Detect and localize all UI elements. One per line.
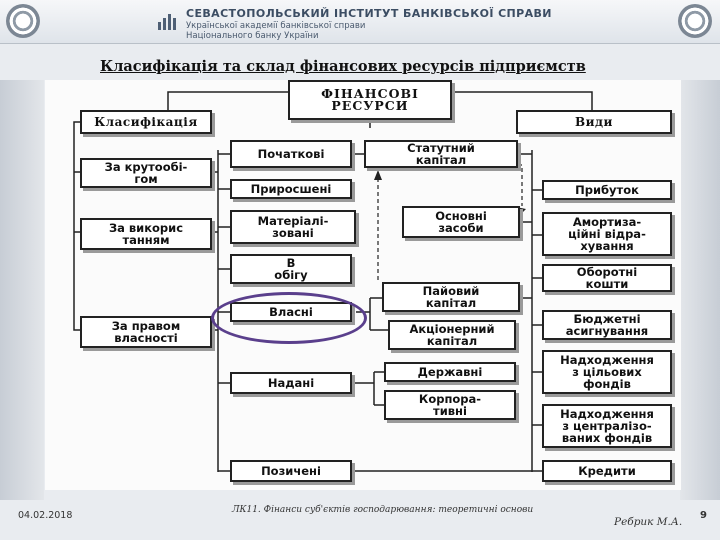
inner-joint-stock-capital: Акціонерний капітал xyxy=(388,320,516,350)
kind-profit: Прибуток xyxy=(542,180,672,200)
root-financial-resources: ФІНАНСОВІ РЕСУРСИ xyxy=(288,80,452,120)
middle-materialized: Матеріалі- зовані xyxy=(230,210,356,244)
inner-state: Державні xyxy=(384,362,516,382)
kind-credits: Кредити xyxy=(542,460,672,482)
national-bank-emblem-icon xyxy=(678,4,712,38)
criterion-by-turnover: За крутообі- гом xyxy=(80,158,212,188)
criterion-by-usage: За викорис танням xyxy=(80,218,212,250)
classification-header: Класифікація xyxy=(80,110,212,134)
institution-subtitle-2: Національного банку України xyxy=(186,31,319,41)
middle-increased: Приросшені xyxy=(230,179,352,199)
institution-subtitle-1: Української академії банківської справи xyxy=(186,21,366,31)
middle-initial: Початкові xyxy=(230,140,352,168)
middle-in-circulation: В обігу xyxy=(230,254,352,284)
inner-corporate: Корпора- тивні xyxy=(384,390,516,420)
institute-emblem-icon xyxy=(6,4,40,38)
kind-target-fund-receipts: Надходження з цільових фондів xyxy=(542,350,672,394)
middle-borrowed: Позичені xyxy=(230,460,352,482)
middle-provided: Надані xyxy=(230,372,352,394)
kind-centralized-fund-receipts: Надходження з централізо- ваних фондів xyxy=(542,404,672,448)
own-resources-highlight xyxy=(211,292,367,344)
kinds-header: Види xyxy=(516,110,672,134)
footer-author: Ребрик М.А. xyxy=(614,516,683,528)
page-number: 9 xyxy=(700,510,707,521)
criterion-by-ownership: За правом власності xyxy=(80,316,212,348)
kind-budget-allocations: Бюджетні асигнування xyxy=(542,310,672,340)
footer-date: 04.02.2018 xyxy=(18,510,73,521)
inner-fixed-assets: Основні засоби xyxy=(402,206,520,238)
institution-header: СЕВАСТОПОЛЬСЬКИЙ ІНСТИТУТ БАНКІВСЬКОЇ СП… xyxy=(0,0,720,44)
inner-share-capital: Пайовий капітал xyxy=(382,282,520,312)
slide-title: Класифікація та склад фінансових ресурсі… xyxy=(100,58,586,75)
background-decoration-right xyxy=(680,80,720,500)
inner-charter-capital: Статутний капітал xyxy=(364,140,518,168)
kind-depreciation: Амортиза- ційні відра- хування xyxy=(542,212,672,256)
institution-name: СЕВАСТОПОЛЬСЬКИЙ ІНСТИТУТ БАНКІВСЬКОЇ СП… xyxy=(186,7,552,20)
background-decoration-left xyxy=(0,80,44,500)
bank-logo-icon xyxy=(158,12,180,30)
footer-caption: ЛК11. Фінанси суб'єктів господарювання: … xyxy=(232,505,534,515)
kind-working-capital: Оборотні кошти xyxy=(542,264,672,292)
